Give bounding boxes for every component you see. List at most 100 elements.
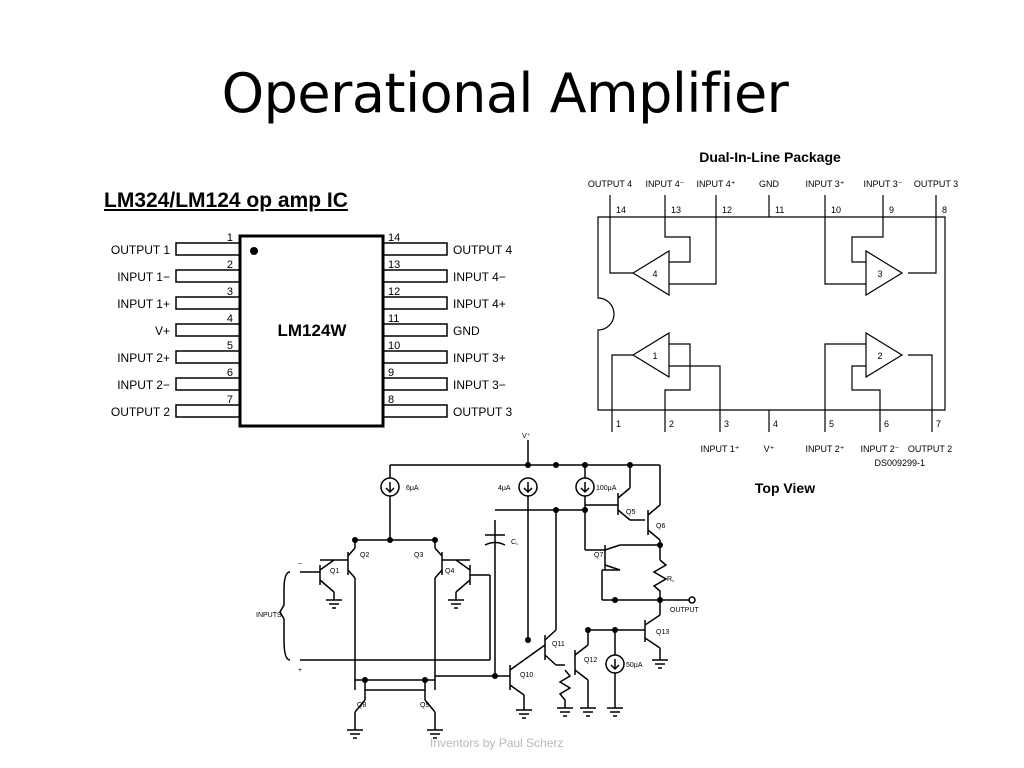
dip-bottom-pin-label: INPUT 2⁻ — [860, 444, 899, 454]
chip-right-pin-12 — [382, 296, 448, 310]
chip-right-pin-number: 14 — [388, 232, 400, 244]
dip-top-pin-label: OUTPUT 3 — [914, 179, 958, 189]
q6-label: Q6 — [656, 523, 665, 530]
chip-left-pin-label: INPUT 2+ — [117, 351, 170, 365]
dip-bottom-pin-number: 2 — [669, 419, 674, 429]
chip-right-pin-9 — [382, 377, 448, 391]
input-minus-sign: − — [298, 561, 302, 568]
chip-left-pin-label: V+ — [155, 324, 170, 338]
chip-right-pin-8 — [382, 404, 448, 418]
dip-opamp-number: 3 — [877, 269, 882, 279]
chip-left-pin-6 — [175, 377, 241, 391]
dip-opamp-number: 2 — [877, 351, 882, 361]
output-label: OUTPUT — [670, 607, 700, 614]
schematic-labels: V⁺ 6μA 4μA 100μA 50μA Q1 Q2 Q3 Q4 Q5 Q6 … — [256, 433, 700, 709]
q2-label: Q2 — [360, 552, 369, 559]
chip-left-pin-label: INPUT 2− — [117, 378, 170, 392]
q9-label: Q9 — [420, 702, 429, 709]
chip-left-pin-2 — [175, 269, 241, 283]
chip-right-pin-label: GND — [453, 324, 480, 338]
source-label-100ua: 100μA — [596, 485, 617, 492]
dip-opamp-4 — [865, 331, 904, 379]
dip-bottom-pin-number: 1 — [616, 419, 621, 429]
q10-label: Q10 — [520, 672, 533, 679]
dip-bottom-pin-number: 3 — [724, 419, 729, 429]
chip-left-pin-number: 1 — [227, 232, 233, 244]
chip-left-pin-1 — [175, 242, 241, 256]
chip-right-pin-11 — [382, 323, 448, 337]
chip-right-pin-13 — [382, 269, 448, 283]
dip-wire — [664, 343, 691, 410]
chip-left-pin-7 — [175, 404, 241, 418]
dip-wire — [851, 365, 881, 410]
dip-opamp-3 — [631, 331, 670, 379]
rsc-label: R꜀ — [667, 576, 675, 583]
dip-code: DS009299-1 — [874, 458, 925, 468]
chip-right-pin-number: 11 — [388, 313, 399, 325]
dip-wire — [669, 217, 717, 285]
chip-right-pin-number: 12 — [388, 286, 400, 298]
q7-label: Q7 — [594, 552, 603, 559]
dip-wire — [611, 354, 633, 410]
dip-top-pin-number: 11 — [775, 205, 784, 215]
dip-top-pin-label: INPUT 4⁺ — [696, 179, 735, 189]
chip-right-pin-label: OUTPUT 3 — [453, 405, 512, 419]
dip-view: Top View — [755, 480, 815, 496]
slide-title: Operational Amplifier — [221, 62, 789, 125]
chip-right-pin-14 — [382, 242, 448, 256]
dip-bottom-pin-number: 7 — [936, 419, 941, 429]
chip-left-pin-3 — [175, 296, 241, 310]
q4-label: Q4 — [445, 568, 454, 575]
dip-top-pin-label: INPUT 4⁻ — [645, 179, 684, 189]
chip-right-pin-number: 8 — [388, 394, 394, 406]
chip-right-pin-label: OUTPUT 4 — [453, 243, 512, 257]
dip-top-pin-label: INPUT 3⁻ — [863, 179, 902, 189]
dip-wire — [908, 354, 933, 410]
chip-left-pin-label: OUTPUT 2 — [111, 405, 170, 419]
chip-right-pin-number: 9 — [388, 367, 394, 379]
cc-label: C꜀ — [511, 539, 519, 546]
source-label-4ua: 4μA — [498, 485, 511, 492]
chip-left-pin-4 — [175, 323, 241, 337]
dip-opamp-number: 1 — [652, 351, 657, 361]
chip-right-pin-number: 13 — [388, 259, 400, 271]
dip-top-pin-number: 13 — [671, 205, 681, 215]
chip-right-pin-label: INPUT 4+ — [453, 297, 506, 311]
q11-label: Q11 — [552, 641, 565, 648]
dip-top-pin-number: 14 — [616, 205, 626, 215]
dip-opamp-1 — [631, 249, 670, 297]
pin1-dot — [250, 247, 258, 255]
dip-wire — [669, 365, 721, 410]
chip-left-pin-5 — [175, 350, 241, 364]
footer-credit: Inventors by Paul Scherz — [430, 736, 564, 750]
chip-right-pin-label: INPUT 3+ — [453, 351, 506, 365]
source-label-50ua: 50μA — [626, 662, 643, 669]
chip-right-pin-label: INPUT 4− — [453, 270, 506, 284]
chip-left-pin-number: 7 — [227, 394, 233, 406]
dip-top-pin-label: INPUT 3⁺ — [805, 179, 844, 189]
chip-left-pin-number: 3 — [227, 286, 233, 298]
dip-bottom-pin-number: 6 — [884, 419, 889, 429]
vplus-label: V⁺ — [522, 433, 531, 440]
q13-label: Q13 — [656, 629, 669, 636]
chip-left-pin-number: 6 — [227, 367, 233, 379]
ic-heading: LM324/LM124 op amp IC — [104, 189, 348, 212]
input-plus-sign: + — [298, 667, 302, 674]
dip-bottom-pin-label: INPUT 2⁺ — [805, 444, 844, 454]
q5-label: Q5 — [626, 509, 635, 516]
dip-title: Dual-In-Line Package — [699, 149, 841, 165]
dip-bottom-pin-label: OUTPUT 2 — [908, 444, 952, 454]
q1-label: Q1 — [330, 568, 339, 575]
inputs-label: INPUTS — [256, 612, 282, 619]
dip-bottom-pin-number: 4 — [773, 419, 778, 429]
chip-name: LM124W — [278, 321, 348, 340]
dip-top-pin-number: 9 — [889, 205, 894, 215]
dip-top-pin-number: 10 — [831, 205, 841, 215]
dip-package — [597, 216, 946, 411]
lm124w-package: LM124W — [238, 234, 385, 428]
internal-schematic — [279, 440, 696, 739]
chip-right-pin-number: 10 — [388, 340, 400, 352]
dip-wire — [908, 217, 937, 274]
source-label-6ua: 6μA — [406, 485, 419, 492]
